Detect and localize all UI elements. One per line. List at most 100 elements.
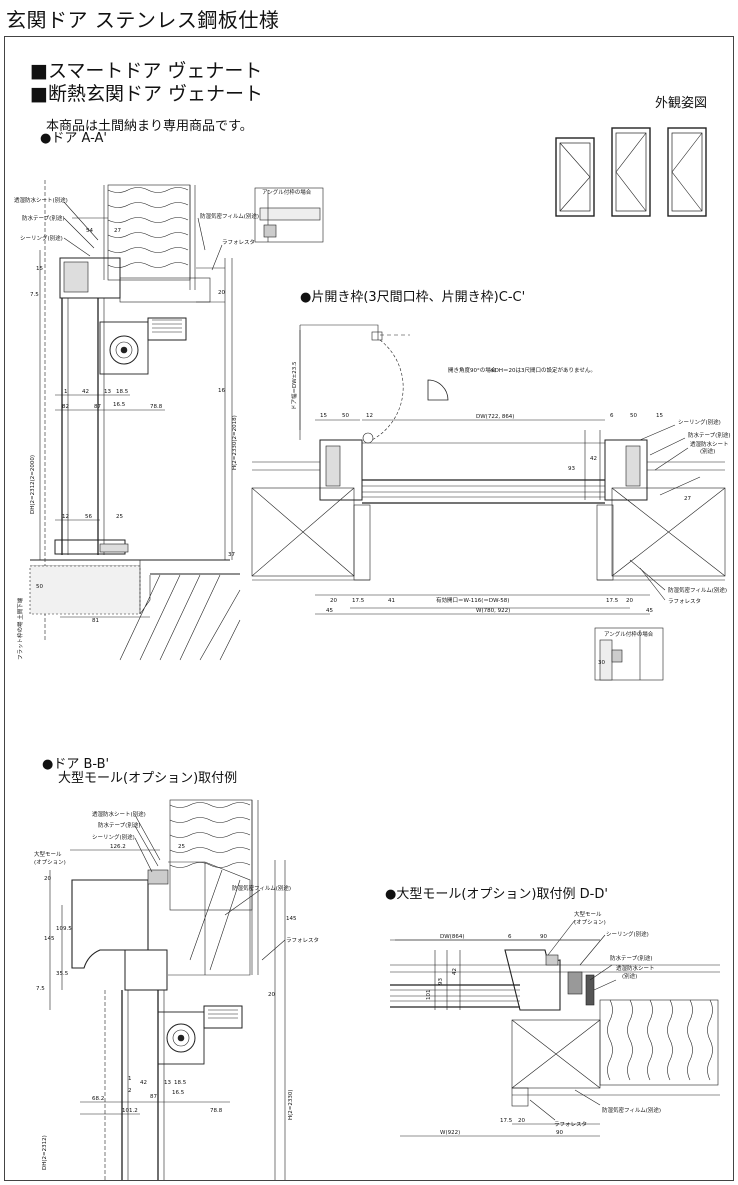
- section-aa-drawing: [29, 180, 324, 661]
- dim-dd-101: 101: [426, 990, 432, 1001]
- product-line-smart-door: ■スマートドア ヴェナート: [30, 60, 263, 82]
- page-title: 玄関ドア ステンレス鋼板仕様: [6, 8, 280, 32]
- dim-bb-18-5: 18.5: [174, 1080, 187, 1086]
- dim-bb-1: 1: [128, 1076, 132, 1082]
- dim-bb-16-5: 16.5: [172, 1090, 185, 1096]
- door-elevation-1: [555, 137, 595, 217]
- section-title-cc: ●片開き枠(3尺間口枠、片開き枠)C-C': [300, 290, 526, 305]
- dim-dd-90: 90: [540, 934, 547, 940]
- dim-cc-15: 15: [320, 413, 327, 419]
- label-dd-tape: 防水テープ(別途): [610, 954, 652, 962]
- dim-aa-54: 54: [86, 228, 93, 234]
- label-aa-sealing: シーリング(別途): [20, 234, 63, 242]
- dim-dd-17-5: 17.5: [500, 1118, 513, 1124]
- dim-dd-dw: DW(864): [440, 934, 464, 940]
- dim-bb-13: 13: [164, 1080, 171, 1086]
- product-line-insulated-door: ■断熱玄関ドア ヴェナート: [30, 83, 263, 105]
- section-cc-drawing: [251, 324, 726, 681]
- dim-aa-56: 56: [85, 514, 92, 520]
- dim-dd-6: 6: [508, 934, 512, 940]
- dim-aa-87: 87: [94, 404, 101, 410]
- dim-bb-dh: DH(2=2312): [42, 1135, 48, 1170]
- label-bb-film: 防湿気密フィルム(別途): [232, 884, 291, 892]
- label-cc-angle: アングル付枠の場合: [604, 630, 654, 638]
- dim-aa-50: 50: [36, 584, 43, 590]
- dim-bb-101-2: 101.2: [122, 1108, 138, 1114]
- dim-cc-17-5: 17.5: [352, 598, 365, 604]
- dim-aa-15: 15: [36, 266, 43, 272]
- dim-aa-16: 16: [218, 388, 225, 394]
- dim-cc-45-r: 45: [646, 608, 653, 614]
- dim-cc-w: W(780, 922): [476, 608, 510, 614]
- dim-cc-15-r: 15: [656, 413, 663, 419]
- dim-dd-42: 42: [452, 968, 458, 975]
- dim-cc-20-r: 20: [626, 598, 633, 604]
- label-bb-sheet: 透湿防水シート(別途): [92, 810, 146, 818]
- dim-bb-78-8: 78.8: [210, 1108, 223, 1114]
- dim-cc-45: 45: [326, 608, 333, 614]
- dim-dd-20: 20: [518, 1118, 525, 1124]
- dim-aa-81: 81: [92, 618, 99, 624]
- label-cc-sealing: シーリング(別途): [678, 418, 721, 426]
- dim-aa-27: 27: [114, 228, 121, 234]
- dim-bb-7-5: 7.5: [36, 986, 45, 992]
- dim-bb-145: 145: [44, 936, 55, 942]
- label-dd-sheet: 透湿防水シート: [616, 964, 655, 972]
- label-cc-film: 防湿気密フィルム(別途): [668, 586, 727, 594]
- dim-bb-126-2: 126.2: [110, 844, 126, 850]
- dim-bb-20: 20: [44, 876, 51, 882]
- dim-aa-12: 12: [62, 514, 69, 520]
- section-title-dd: ●大型モール(オプション)取付例 D-D': [385, 887, 608, 902]
- section-title-bb: ●ドア B-B': [42, 757, 110, 772]
- dim-aa-78-8: 78.8: [150, 404, 163, 410]
- label-cc-lath: ラフォレスタ: [668, 597, 701, 605]
- door-elevation-2: [611, 127, 651, 217]
- exterior-view-label: 外観姿図: [655, 96, 708, 111]
- dim-dd-93: 93: [438, 978, 444, 985]
- dim-cc-12: 12: [366, 413, 373, 419]
- dim-aa-20: 20: [218, 290, 225, 296]
- dim-bb-109-5: 109.5: [56, 926, 72, 932]
- dim-bb-2: 2: [128, 1088, 132, 1094]
- dim-aa-18-5: 18.5: [116, 389, 129, 395]
- label-cc-tape: 防水テープ(別途): [688, 431, 730, 439]
- dim-bb-68-2: 68.2: [92, 1096, 104, 1102]
- dim-aa-h: H(2=2330(2=2018): [232, 415, 238, 470]
- dim-aa-25: 25: [116, 514, 123, 520]
- dim-bb-25: 25: [178, 844, 185, 850]
- dim-cc-dw: DW(722, 864): [476, 414, 514, 420]
- section-subtitle-bb: 大型モール(オプション)取付例: [58, 771, 238, 786]
- section-dd-drawing: [390, 919, 720, 1137]
- dim-bb-35-5: 35.5: [56, 971, 69, 977]
- label-cc-sheet2: (別途): [700, 447, 715, 455]
- label-aa-film: 防湿気密フィルム(別途): [200, 212, 259, 220]
- label-dd-film: 防湿気密フィルム(別途): [602, 1106, 661, 1114]
- dim-aa-1: 1: [64, 389, 68, 395]
- dim-cc-30: 30: [598, 660, 605, 666]
- label-bb-option: (オプション): [34, 859, 66, 866]
- dim-cc-93: 93: [568, 466, 575, 472]
- dim-cc-20: 20: [330, 598, 337, 604]
- label-cc-sheet: 透湿防水シート: [690, 440, 729, 448]
- label-bb-tape: 防水テープ(別途): [98, 821, 140, 829]
- dim-bb-h: H(2=2330): [288, 1089, 294, 1120]
- label-aa-floor: フラット枠の場 土間下端: [16, 597, 24, 660]
- label-cc-dh-note: ※DH＝20は3尺間口の設定がありません。: [490, 366, 596, 374]
- dim-cc-effective: 有効開口＝W-116(＝DW-58): [436, 596, 509, 604]
- dim-cc-6: 6: [610, 413, 614, 419]
- label-dd-sheet2: (別途): [622, 972, 637, 980]
- label-aa-tape: 防水テープ(別途): [22, 214, 64, 222]
- install-note: 本商品は土間納まり専用商品です。: [46, 119, 253, 134]
- dim-bb-87: 87: [150, 1094, 157, 1100]
- dim-cc-17-5-r: 17.5: [606, 598, 619, 604]
- dim-cc-50: 50: [342, 413, 349, 419]
- dim-aa-37: 37: [228, 552, 235, 558]
- label-aa-lath: ラフォレスタ: [222, 238, 255, 246]
- label-dd-option: (オプション): [574, 919, 606, 926]
- label-dd-lath: ラフォレスタ: [554, 1120, 587, 1128]
- dim-bb-145-r: 145: [286, 916, 297, 922]
- dim-aa-dh: DH(2=2312(2=2000): [30, 455, 36, 514]
- label-aa-angle: アングル付枠の場合: [262, 188, 312, 196]
- section-title-aa: ●ドア A-A': [40, 131, 107, 146]
